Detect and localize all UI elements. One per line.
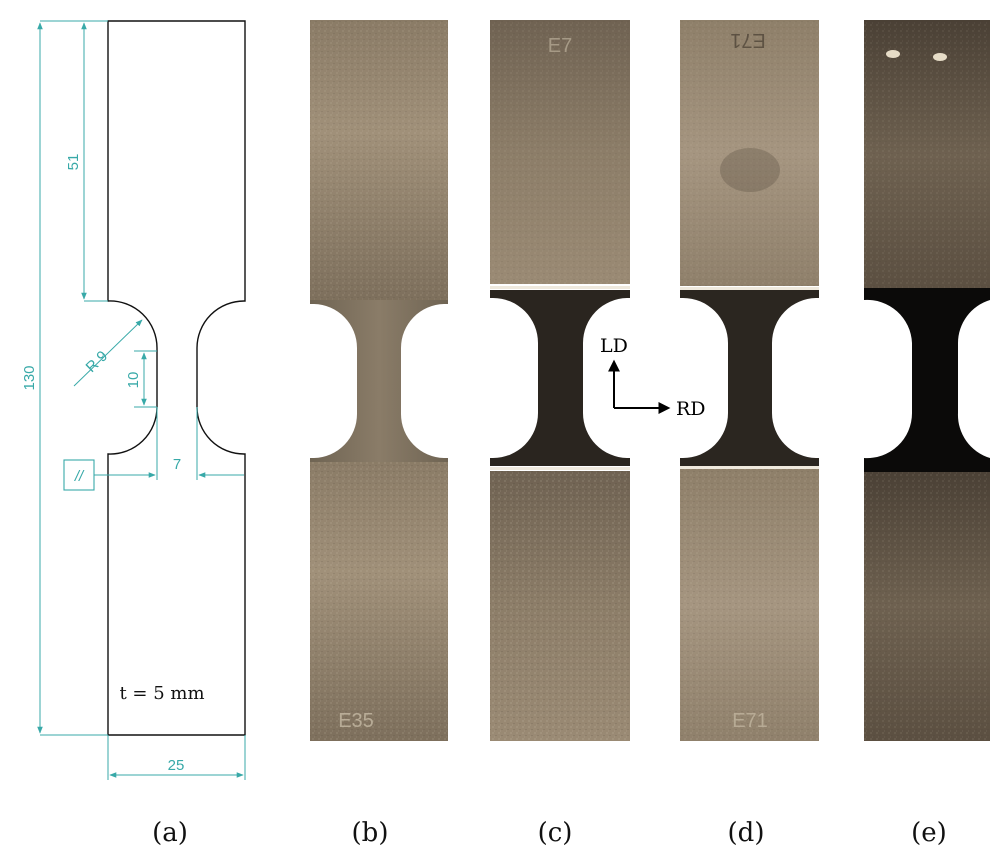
specimen-photo-d: E71 E71	[680, 20, 819, 741]
parallel-symbol-text: //	[74, 468, 85, 485]
thickness-note: t = 5 mm	[119, 683, 204, 704]
orientation-axes: LD RD	[600, 335, 706, 420]
dim-gauge-width-text: 7	[173, 456, 181, 473]
specimen-photo-e	[864, 20, 990, 741]
specimen-photo-c: E7	[490, 20, 630, 741]
panel-label-a: (a)	[152, 818, 188, 848]
dim-total-width-text: 25	[168, 757, 185, 774]
engraving-d-bottom: E71	[732, 710, 768, 732]
dim-overall-length-text: 130	[21, 365, 38, 390]
panel-label-b: (b)	[352, 818, 389, 848]
engraving-b-bottom: E35	[338, 710, 374, 732]
specimen-drawing: 130 51 R 9 10 // 7	[21, 20, 246, 780]
engraving-c-top: E7	[548, 35, 572, 57]
engraving-d-top: E71	[730, 29, 766, 51]
dimension-gauge-length: 10	[125, 350, 157, 408]
axis-label-rd: RD	[676, 398, 706, 420]
panel-label-d: (d)	[728, 818, 765, 848]
panel-label-c: (c)	[538, 818, 573, 848]
specimen-photo-b: E35	[310, 20, 448, 741]
dimension-total-width: 25	[107, 735, 246, 780]
axis-label-ld: LD	[600, 335, 628, 357]
dimension-overall-length: 130	[21, 20, 108, 736]
panel-label-e: (e)	[911, 818, 947, 848]
dim-grip-length-text: 51	[65, 154, 82, 171]
dimension-grip-length: 51	[65, 22, 108, 302]
dimension-gauge-width: // 7	[63, 407, 244, 491]
panel-labels: (a) (b) (c) (d) (e)	[152, 818, 947, 848]
dim-gauge-length-text: 10	[125, 372, 142, 389]
dim-radius-text: R 9	[83, 348, 112, 376]
